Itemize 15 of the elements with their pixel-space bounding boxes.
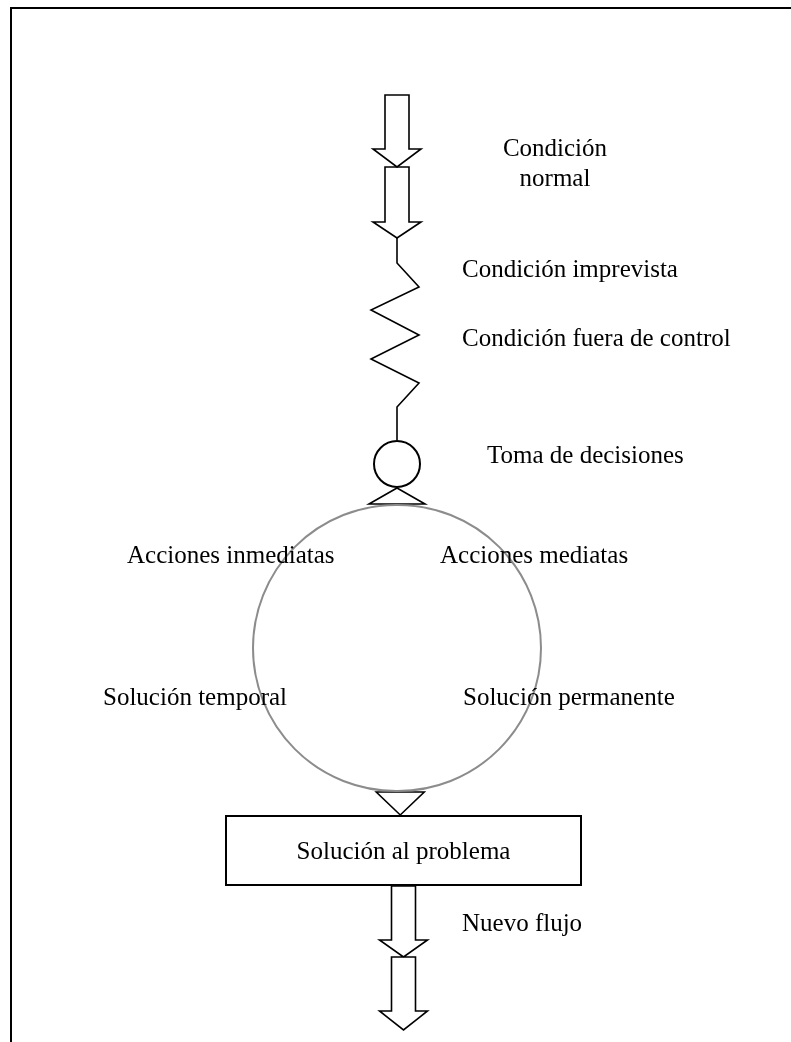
text-label: Nuevo flujo: [462, 908, 583, 938]
node-caption: Toma de decisiones: [487, 440, 684, 470]
text-label: Condición normal: [501, 133, 609, 193]
zigzag-line: [369, 237, 421, 441]
text-label: Solución permanente: [463, 682, 675, 712]
triangle-connector: [366, 487, 428, 505]
text-label: Acciones inmediatas: [127, 540, 335, 570]
process-box: [225, 815, 582, 886]
triangle-connector: [374, 791, 427, 817]
block-arrow: [377, 885, 430, 1032]
text-label: Condición imprevista: [462, 254, 678, 284]
text-label: Solución temporal: [103, 682, 287, 712]
text-label: Condición fuera de control: [462, 323, 732, 353]
text-label: Acciones mediatas: [440, 540, 629, 570]
box-text: Solución al problema: [296, 835, 511, 866]
